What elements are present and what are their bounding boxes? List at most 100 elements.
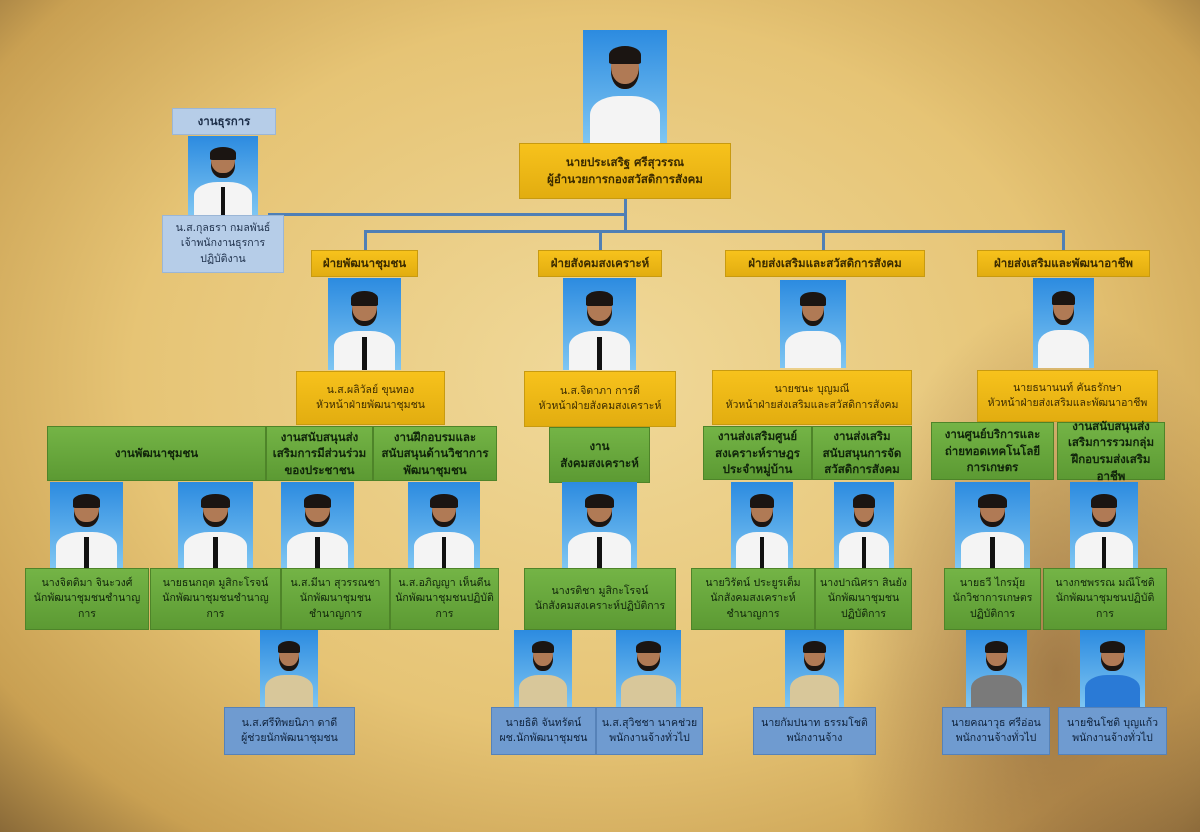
director-box: นายประเสริฐ ศรีสุวรรณผู้อำนวยการกองสวัสด… — [519, 143, 731, 199]
person-name: นายธนกฤต มูสิกะโรจน์ — [162, 577, 269, 590]
person-name: นายธวี ไกรมุ้ย — [959, 577, 1026, 590]
position-title: พนักงานจ้าง — [786, 732, 843, 744]
assistant-photo — [1080, 630, 1145, 708]
section-box: งานสนับสนุนส่งเสริมการมีส่วนร่วมของประชา… — [266, 426, 373, 481]
position-title: งานพัฒนาชุมชน — [114, 446, 199, 461]
section-box: งานฝึกอบรมและสนับสนุนด้านวิชาการพัฒนาชุม… — [373, 426, 497, 481]
person-name: นายชนะ บุญมณี — [774, 383, 850, 396]
department-head-box: นายธนานนท์ คันธรักษาหัวหน้าฝ่ายส่งเสริมแ… — [977, 370, 1158, 422]
staff-box: นายวิรัตน์ ประยูรเต็มนักสังคมสงเคราะห์ชำ… — [691, 568, 815, 630]
department-header: ฝ่ายส่งเสริมและสวัสดิการสังคม — [725, 250, 925, 277]
staff-photo — [1070, 482, 1138, 568]
person-name: น.ส.สุวิชชา นาคช่วย — [601, 716, 698, 729]
admin-photo — [188, 136, 258, 216]
position-title: นักพัฒนาชุมชนปฏิบัติการ — [395, 592, 494, 620]
position-title: งานสนับสนุนส่งเสริมการรวมกลุ่มฝึกอบรมส่ง… — [1067, 418, 1155, 483]
assistant-box: น.ส.สุวิชชา นาคช่วยพนักงานจ้างทั่วไป — [596, 707, 703, 755]
connector-line — [1062, 230, 1065, 250]
staff-photo — [562, 482, 637, 568]
assistant-photo — [260, 630, 318, 708]
position-title: ฝ่ายพัฒนาชุมชน — [322, 256, 407, 271]
position-title: ฝ่ายสังคมสงเคราะห์ — [550, 256, 650, 271]
staff-photo — [834, 482, 894, 568]
department-head-box: น.ส.ผลิวัลย์ ขุนทองหัวหน้าฝ่ายพัฒนาชุมชน — [296, 371, 445, 425]
person-name: น.ส.มีนา สุวรรณชา — [290, 577, 381, 590]
admin-section-label: งานธุรการ — [172, 108, 276, 135]
position-title: นักสังคมสงเคราะห์ปฏิบัติการ — [534, 600, 666, 612]
staff-box: น.ส.อภิญญา เห็นดีนนักพัฒนาชุมชนปฏิบัติกา… — [390, 568, 499, 630]
assistant-box: น.ส.ศรีทิพยนิภา ดาดีผู้ช่วยนักพัฒนาชุมชน — [224, 707, 355, 755]
assistant-box: นายชินโชติ บุญแก้วพนักงานจ้างทั่วไป — [1058, 707, 1167, 755]
staff-photo — [50, 482, 123, 568]
staff-box: นางปาณิศรา สินยังนักพัฒนาชุมชนปฏิบัติการ — [815, 568, 912, 630]
department-head-box: นายชนะ บุญมณีหัวหน้าฝ่ายส่งเสริมและสวัสด… — [712, 370, 912, 425]
position-title: พนักงานจ้างทั่วไป — [609, 732, 690, 744]
person-name: นายกัมปนาท ธรรมโชติ — [761, 716, 868, 729]
connector-line — [364, 230, 1064, 233]
position-title: ผู้อำนวยการกองสวัสดิการสังคม — [547, 172, 703, 186]
position-title: งานสังคมสงเคราะห์ — [560, 439, 639, 470]
person-name: นายประเสริฐ ศรีสุวรรณ — [565, 155, 685, 170]
position-title: งานฝึกอบรมและสนับสนุนด้านวิชาการพัฒนาชุม… — [381, 429, 489, 477]
connector-line — [599, 230, 602, 250]
section-box: งานพัฒนาชุมชน — [47, 426, 266, 481]
position-title: หัวหน้าฝ่ายพัฒนาชุมชน — [316, 399, 425, 411]
person-name: นางรติชา มูสิกะโรจน์ — [551, 584, 649, 597]
section-box: งานส่งเสริมศูนย์สงเคราะห์ราษฎรประจำหมู่บ… — [703, 426, 812, 480]
position-title: นักสังคมสงเคราะห์ชำนาญการ — [710, 592, 796, 620]
admin-name-box: น.ส.กุลธรา กมลพันธ์เจ้าพนักงานธุรการปฏิบ… — [162, 215, 284, 273]
section-box: งานศูนย์บริการและถ่ายทอดเทคโนโลยีการเกษต… — [931, 422, 1054, 480]
position-title: ผู้ช่วยนักพัฒนาชุมชน — [241, 732, 338, 744]
position-title: นักพัฒนาชุมชนชำนาญการ — [299, 592, 372, 620]
assistant-box: นายกัมปนาท ธรรมโชติพนักงานจ้าง — [753, 707, 876, 755]
position-title: พนักงานจ้างทั่วไป — [955, 732, 1037, 744]
department-header: ฝ่ายส่งเสริมและพัฒนาอาชีพ — [977, 250, 1150, 277]
connector-line — [364, 230, 367, 250]
person-name: นายชินโชติ บุญแก้ว — [1066, 716, 1159, 729]
person-name: นายธิติ จันทรัตน์ — [505, 716, 582, 729]
position-title: ปฏิบัติงาน — [200, 252, 246, 265]
department-head-photo — [563, 278, 636, 370]
position-title: งานศูนย์บริการและถ่ายทอดเทคโนโลยีการเกษต… — [944, 426, 1041, 475]
person-name: นายวิรัตน์ ประยูรเต็ม — [705, 577, 801, 590]
assistant-photo — [616, 630, 681, 708]
staff-box: นางจิตติมา จินะวงศ์นักพัฒนาชุมชนชำนาญการ — [25, 568, 149, 630]
position-title: หัวหน้าฝ่ายสังคมสงเคราะห์ — [538, 400, 662, 412]
person-name: นายธนานนท์ คันธรักษา — [1013, 381, 1122, 394]
person-name: น.ส.กุลธรา กมลพันธ์ — [175, 222, 271, 235]
staff-box: นางรติชา มูสิกะโรจน์นักสังคมสงเคราะห์ปฏิ… — [524, 568, 676, 630]
connector-line — [268, 213, 626, 216]
staff-photo — [408, 482, 480, 568]
assistant-box: นายธิติ จันทรัตน์ผช.นักพัฒนาชุมชน — [491, 707, 596, 755]
assistant-photo — [785, 630, 844, 708]
person-name: นายคณาวุธ ศรีอ่อน — [951, 716, 1041, 729]
person-name: น.ส.ศรีทิพยนิภา ดาดี — [241, 716, 338, 729]
staff-photo — [955, 482, 1030, 568]
staff-box: นางกชพรรณ มณีโชตินักพัฒนาชุมชนปฏิบัติการ — [1043, 568, 1167, 630]
assistant-photo — [966, 630, 1027, 708]
staff-box: นายธวี ไกรมุ้ยนักวิชาการเกษตรปฏิบัติการ — [944, 568, 1041, 630]
director-photo — [583, 30, 667, 143]
position-title: งานส่งเสริมสนับสนุนการจัดสวัสดิการสังคม — [822, 429, 902, 477]
assistant-photo — [514, 630, 572, 708]
staff-photo — [178, 482, 253, 568]
department-head-photo — [780, 280, 846, 368]
position-title: หัวหน้าฝ่ายส่งเสริมและสวัสดิการสังคม — [725, 398, 899, 411]
person-name: นางกชพรรณ มณีโชติ — [1055, 577, 1155, 590]
department-header: ฝ่ายพัฒนาชุมชน — [311, 250, 418, 277]
staff-box: น.ส.มีนา สุวรรณชานักพัฒนาชุมชนชำนาญการ — [281, 568, 390, 630]
section-box: งานสังคมสงเคราะห์ — [549, 427, 650, 483]
connector-line — [822, 230, 825, 250]
position-title: นักพัฒนาชุมชนปฏิบัติการ — [827, 592, 900, 620]
section-box: งานส่งเสริมสนับสนุนการจัดสวัสดิการสังคม — [812, 426, 912, 480]
person-name: น.ส.ผลิวัลย์ ขุนทอง — [326, 383, 415, 396]
position-title: นักพัฒนาชุมชนปฏิบัติการ — [1055, 592, 1155, 620]
staff-photo — [731, 482, 793, 568]
position-title: นักพัฒนาชุมชนชำนาญการ — [33, 592, 141, 620]
position-title: นักพัฒนาชุมชนชำนาญการ — [162, 592, 269, 620]
department-head-photo — [328, 278, 401, 370]
section-box: งานสนับสนุนส่งเสริมการรวมกลุ่มฝึกอบรมส่ง… — [1057, 419, 1165, 483]
position-title: ฝ่ายส่งเสริมและพัฒนาอาชีพ — [994, 256, 1133, 271]
assistant-box: นายคณาวุธ ศรีอ่อนพนักงานจ้างทั่วไป — [942, 707, 1050, 755]
person-name: น.ส.จิดาภา การดี — [560, 384, 640, 397]
